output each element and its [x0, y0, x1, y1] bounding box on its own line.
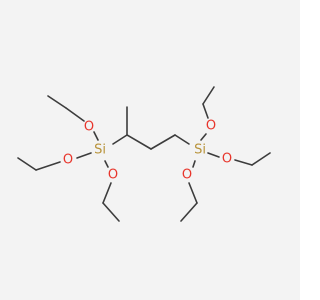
bond: [192, 160, 196, 168]
bond: [234, 159, 253, 166]
bonds-layer: [17, 86, 271, 222]
bond: [150, 134, 176, 150]
atom-o-left-bottom: O: [108, 168, 118, 183]
bond: [207, 152, 220, 158]
atom-o-right-mid: O: [222, 152, 232, 167]
atom-o-left-top: O: [84, 120, 94, 135]
bond: [76, 152, 92, 159]
bond: [202, 86, 215, 105]
bond: [251, 152, 271, 166]
bond: [65, 107, 85, 122]
atom-o-left-mid: O: [63, 153, 73, 168]
bond: [180, 202, 198, 222]
bond: [93, 131, 99, 141]
atom-si-left: Si: [94, 143, 106, 158]
bond: [126, 134, 152, 150]
bond: [102, 182, 112, 204]
bond: [35, 161, 61, 171]
bond: [200, 133, 207, 141]
molecule-canvas: Si O O O Si O O O: [0, 0, 300, 300]
bond: [174, 134, 190, 145]
bond: [104, 160, 109, 168]
atom-o-right-top: O: [206, 119, 216, 134]
atom-labels: Si O O O Si O O O: [63, 119, 232, 183]
atom-si-right: Si: [194, 143, 206, 158]
bond: [102, 202, 120, 222]
bond: [202, 103, 209, 119]
atom-o-right-bottom: O: [182, 168, 192, 183]
bond: [188, 182, 198, 204]
bond: [112, 134, 128, 145]
bond: [17, 157, 37, 171]
bond: [47, 95, 67, 109]
structure-diagram: Si O O O Si O O O: [17, 86, 271, 222]
